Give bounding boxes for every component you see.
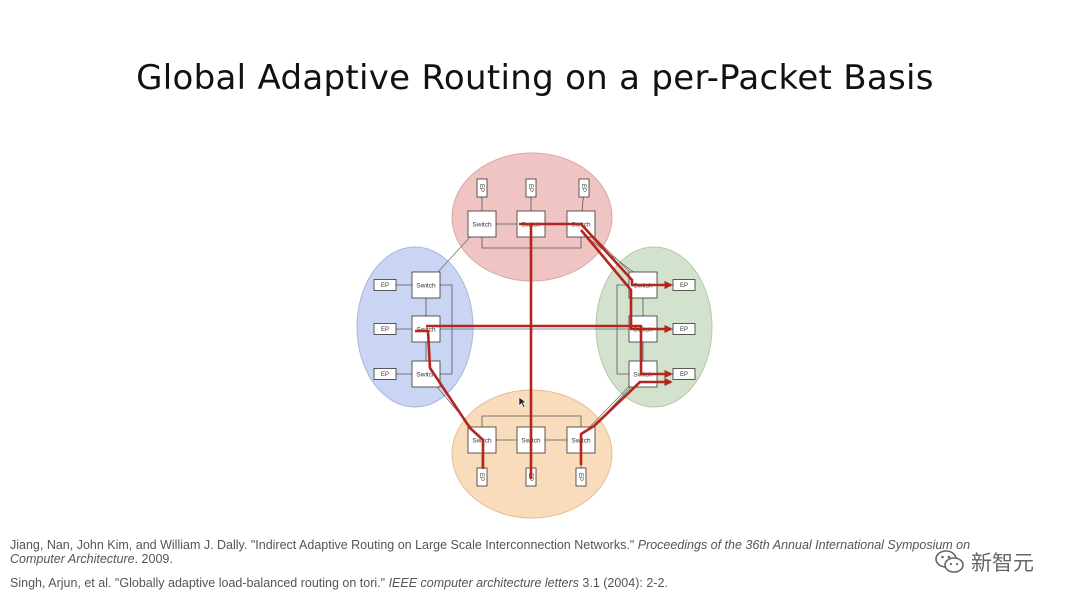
- slide-title: Global Adaptive Routing on a per-Packet …: [136, 58, 934, 98]
- endpoint-node: [373, 323, 397, 335]
- switch-label: Switch: [416, 372, 436, 379]
- switch-node: [411, 315, 441, 343]
- intra-link-left-c: [440, 284, 453, 375]
- switch-label: Switch: [472, 222, 492, 229]
- switch-node: [467, 210, 497, 238]
- endpoint-node: [373, 279, 397, 291]
- switch-node: [411, 271, 441, 299]
- route-path-0: [519, 222, 673, 290]
- endpoint-node: [476, 178, 488, 198]
- endpoint-label: EP: [381, 372, 389, 378]
- endpoint-node: [578, 178, 590, 198]
- endpoint-label: EP: [580, 184, 586, 192]
- endpoint-label: EP: [680, 327, 688, 333]
- watermark: 新智元: [935, 545, 1065, 579]
- endpoint-label: EP: [478, 473, 484, 481]
- route-path-1: [580, 229, 673, 334]
- endpoint-node: [672, 323, 696, 335]
- intra-link-right-c: [616, 284, 629, 375]
- route-path-6: [579, 377, 673, 465]
- endpoint-node: [373, 368, 397, 380]
- switch-label: Switch: [416, 283, 436, 290]
- endpoint-label: EP: [577, 473, 583, 481]
- mouse-cursor-icon: [518, 396, 527, 408]
- endpoint-label: EP: [680, 372, 688, 378]
- route-path-4: [415, 329, 485, 469]
- inter-link-7: [584, 377, 638, 433]
- endpoint-label: EP: [527, 184, 533, 192]
- endpoint-label: EP: [478, 184, 484, 192]
- endpoint-label: EP: [381, 327, 389, 333]
- endpoint-node: [525, 178, 537, 198]
- watermark-text: 新智元: [971, 551, 1034, 575]
- wechat-icon: [935, 550, 964, 573]
- endpoint-node: [672, 368, 696, 380]
- reference-2: Singh, Arjun, et al. "Globally adaptive …: [10, 576, 668, 590]
- endpoint-label: EP: [680, 283, 688, 289]
- endpoint-node: [575, 467, 587, 487]
- endpoint-label: EP: [381, 283, 389, 289]
- endpoint-node: [672, 279, 696, 291]
- reference-1: Jiang, Nan, John Kim, and William J. Dal…: [10, 538, 971, 566]
- route-path-5: [639, 326, 673, 379]
